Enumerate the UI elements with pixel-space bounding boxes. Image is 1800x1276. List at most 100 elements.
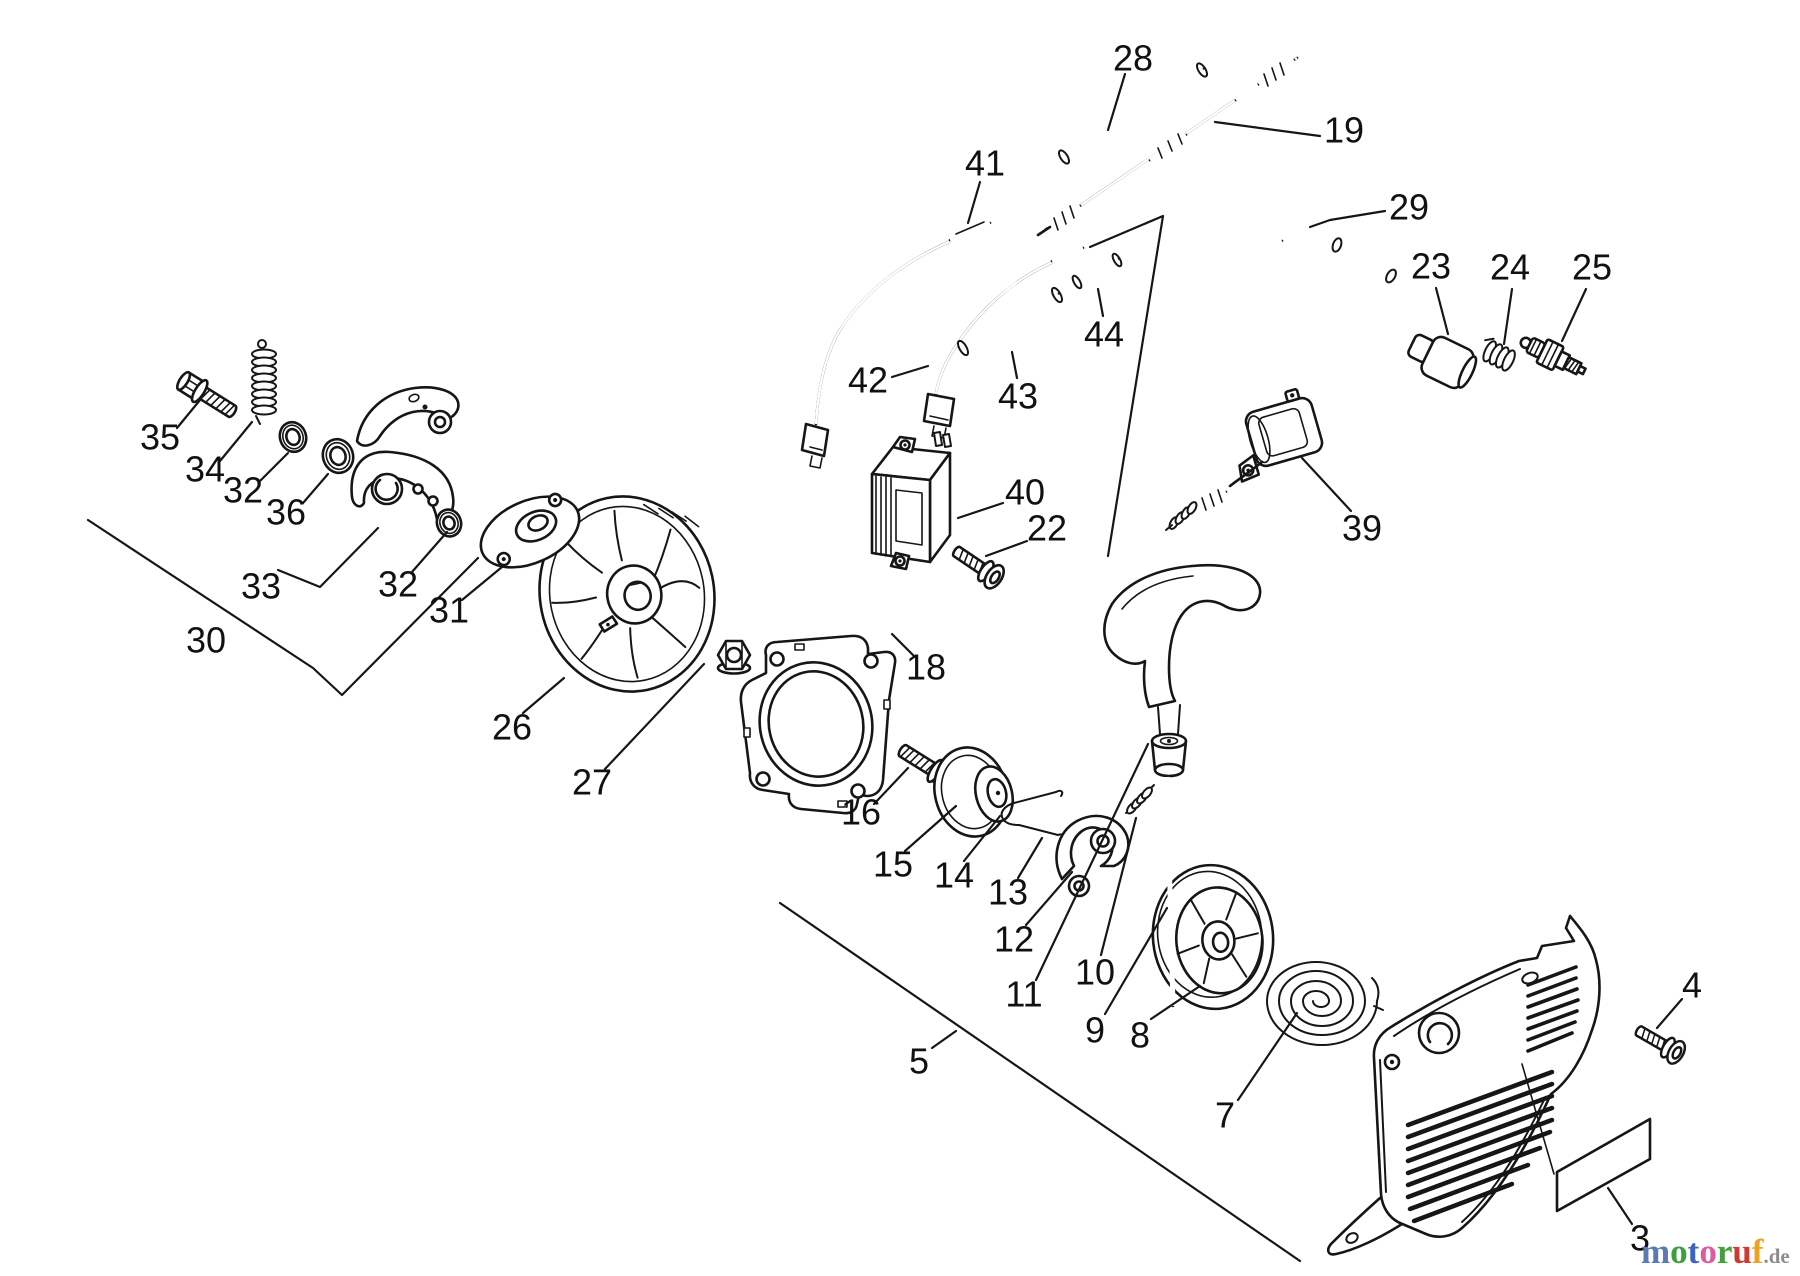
callout-4: 4 xyxy=(1682,965,1702,1006)
clutch-spring-34 xyxy=(251,339,277,425)
leader-32-lower xyxy=(410,530,449,574)
ignition-module-40 xyxy=(870,431,952,571)
callout-41: 41 xyxy=(965,143,1005,184)
wire-41-connector xyxy=(800,422,830,458)
clutch-shoe-lower xyxy=(350,450,455,521)
ignition-coil-39 xyxy=(1228,388,1324,488)
leader-33 xyxy=(276,526,380,589)
leader-42 xyxy=(890,364,930,379)
leader-19 xyxy=(1213,120,1322,138)
callout-7: 7 xyxy=(1215,1095,1235,1136)
callout-30: 30 xyxy=(186,620,226,661)
wire-42-connector xyxy=(922,392,956,428)
callout-40: 40 xyxy=(1005,472,1045,513)
structural-line-2 xyxy=(1088,214,1165,558)
callout-28: 28 xyxy=(1113,38,1153,79)
leader-31 xyxy=(460,565,504,602)
switch-wire-42 xyxy=(922,243,1085,439)
leader-15 xyxy=(903,804,958,853)
callout-3: 3 xyxy=(1630,1218,1650,1259)
callout-33: 33 xyxy=(241,566,281,607)
callout-27: 27 xyxy=(572,762,612,803)
switch-wire-41 xyxy=(800,217,993,469)
starter-pawl-12 xyxy=(1055,814,1130,898)
leader-29 xyxy=(1308,209,1387,229)
watermark-suffix: .de xyxy=(1763,1244,1790,1268)
fan-plate-18 xyxy=(739,634,897,815)
leader-11 xyxy=(1034,742,1150,982)
structural-line-1 xyxy=(778,901,1302,1263)
leader-5 xyxy=(930,1029,958,1050)
watermark-letter: m xyxy=(1641,1232,1671,1271)
leader-7 xyxy=(1236,1011,1299,1102)
clutch-bolt-35 xyxy=(172,366,243,425)
starter-case-5 xyxy=(1326,914,1601,1256)
callout-19: 19 xyxy=(1324,110,1364,151)
leader-28 xyxy=(1106,72,1127,132)
leader-41 xyxy=(966,180,982,225)
starter-rope-9 xyxy=(1164,775,1176,1008)
callout-29: 29 xyxy=(1389,187,1429,228)
fuel-tube-28 xyxy=(1057,62,1209,165)
callout-14: 14 xyxy=(934,855,974,896)
leader-27 xyxy=(603,662,706,771)
starter-handle xyxy=(1103,564,1262,735)
washer-32-lower xyxy=(435,508,463,538)
rope-reel-8 xyxy=(1151,863,1275,1011)
callout-26: 26 xyxy=(492,707,532,748)
leader-32-upper xyxy=(258,451,290,483)
needle-bearing-36 xyxy=(321,437,355,475)
rewind-spring-7 xyxy=(1266,961,1384,1046)
callout-10: 10 xyxy=(1075,952,1115,993)
callout-32-lower: 32 xyxy=(378,564,418,605)
flywheel-nut-27 xyxy=(716,639,752,675)
callout-11: 11 xyxy=(1005,974,1042,1015)
leader-22 xyxy=(984,539,1029,558)
leader-12 xyxy=(1024,870,1074,927)
leader-10 xyxy=(1099,816,1138,957)
callout-18: 18 xyxy=(906,647,946,688)
protector-tube-43 xyxy=(956,286,1064,357)
case-louvers xyxy=(1405,965,1580,1224)
leader-30 xyxy=(86,518,480,697)
callout-42: 42 xyxy=(848,360,888,401)
callout-34: 34 xyxy=(185,449,225,490)
watermark-motoruf: motoruf.de xyxy=(1641,1232,1790,1272)
callout-22: 22 xyxy=(1027,508,1067,549)
callout-39: 39 xyxy=(1342,508,1382,549)
flywheel-26 xyxy=(538,495,716,693)
callout-16: 16 xyxy=(841,792,881,833)
callout-43: 43 xyxy=(998,376,1038,417)
leader-14 xyxy=(962,814,1002,863)
leader-13 xyxy=(1016,836,1044,880)
callout-36: 36 xyxy=(266,492,306,533)
ground-wire-hook-29 xyxy=(1255,202,1343,253)
callout-5: 5 xyxy=(909,1041,929,1082)
module-bolt-22 xyxy=(946,538,1009,594)
spark-lead-terminal xyxy=(1165,488,1228,531)
leader-44 xyxy=(1096,287,1105,318)
callout-13: 13 xyxy=(988,872,1028,913)
watermark-letter: f xyxy=(1751,1232,1764,1271)
leader-23 xyxy=(1434,286,1450,336)
callout-25: 25 xyxy=(1572,247,1612,288)
callout-44: 44 xyxy=(1084,314,1124,355)
leader-36 xyxy=(301,472,330,505)
callout-31: 31 xyxy=(429,590,469,631)
leader-26 xyxy=(521,676,566,715)
watermark-letter: u xyxy=(1732,1232,1752,1271)
high-tension-lead xyxy=(1275,251,1397,409)
callout-35: 35 xyxy=(140,417,180,458)
callout-8: 8 xyxy=(1130,1015,1150,1056)
plug-cap-spring-24 xyxy=(1482,337,1516,372)
leader-35 xyxy=(175,398,202,430)
protector-tube-44 xyxy=(1071,252,1123,290)
leader-18 xyxy=(890,632,917,659)
friction-cup-14 xyxy=(973,765,1015,823)
callout-23: 23 xyxy=(1411,246,1451,287)
leader-4 xyxy=(1655,997,1684,1030)
throttle-cable-19 xyxy=(1036,55,1299,237)
